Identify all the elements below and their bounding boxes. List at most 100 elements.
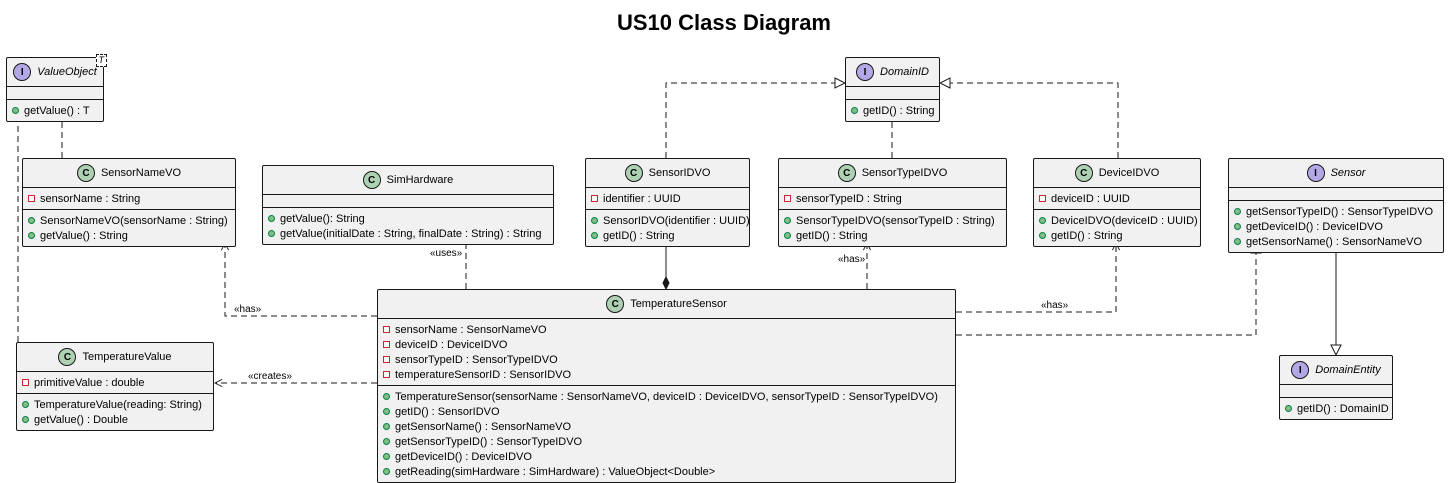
interface-icon: I [1291, 361, 1310, 379]
method-row-text: getID() : String [796, 229, 868, 242]
method-row: getID() : String [846, 103, 939, 118]
field-row-text: identifier : UUID [603, 192, 681, 205]
fields-section [1229, 188, 1443, 201]
diagram-title: US10 Class Diagram [617, 10, 831, 35]
public-icon [1039, 217, 1046, 224]
creates-label: «creates» [248, 371, 292, 382]
field-row-text: sensorTypeID : SensorTypeIDVO [395, 353, 558, 366]
edge-sensoridvo-domainid [665, 83, 845, 158]
public-icon [268, 230, 275, 237]
field-row-text: sensorName : SensorNameVO [395, 323, 547, 336]
private-icon [1039, 195, 1046, 202]
class-domain-entity: I DomainEntity getID() : DomainID [1279, 355, 1393, 420]
method-row-text: SensorIDVO(identifier : UUID) [603, 214, 750, 227]
class-name: TemperatureSensor [630, 298, 727, 310]
method-row-text: TemperatureSensor(sensorName : SensorNam… [395, 390, 938, 403]
field-row: deviceID : UUID [1034, 191, 1200, 206]
class-icon: C [58, 348, 77, 366]
class-name: DomainEntity [1315, 364, 1381, 376]
method-row: getValue(): String [263, 211, 553, 226]
public-icon [383, 453, 390, 460]
method-row-text: SensorNameVO(sensorName : String) [40, 214, 228, 227]
fields-section [846, 87, 939, 100]
field-row: sensorTypeID : SensorTypeIDVO [378, 352, 955, 367]
method-row: getSensorTypeID() : SensorTypeIDVO [1229, 204, 1443, 219]
private-icon [22, 379, 29, 386]
public-icon [1039, 232, 1046, 239]
fields-section: sensorTypeID : String [779, 188, 1006, 210]
methods-section: TemperatureSensor(sensorName : SensorNam… [378, 386, 955, 482]
method-row-text: getSensorTypeID() : SensorTypeIDVO [395, 435, 583, 448]
method-row: getID() : String [779, 228, 1006, 243]
public-icon [591, 217, 598, 224]
field-row: sensorName : SensorNameVO [378, 322, 955, 337]
field-row-text: temperatureSensorID : SensorIDVO [395, 368, 572, 381]
method-row-text: getSensorName() : SensorNameVO [395, 420, 572, 433]
methods-section: getValue() : T [7, 100, 103, 121]
fields-section: primitiveValue : double [17, 372, 213, 394]
field-row: temperatureSensorID : SensorIDVO [378, 367, 955, 382]
field-row: sensorTypeID : String [779, 191, 1006, 206]
public-icon [1234, 208, 1241, 215]
method-row-text: getValue() : Double [34, 413, 128, 426]
method-row: SensorNameVO(sensorName : String) [23, 213, 235, 228]
interface-icon: I [856, 63, 875, 81]
method-row: getID() : String [586, 228, 749, 243]
class-icon: C [624, 164, 643, 182]
methods-section: getID() : String [846, 100, 939, 121]
field-row-text: sensorName : String [40, 192, 141, 205]
class-domain-id: I DomainID getID() : String [845, 57, 940, 122]
public-icon [383, 423, 390, 430]
methods-section: TemperatureValue(reading: String) getValu… [17, 394, 213, 430]
private-icon [383, 371, 390, 378]
method-row-text: getReading(simHardware : SimHardware) : … [395, 465, 716, 478]
public-icon [12, 107, 19, 114]
method-row-text: getDeviceID() : DeviceIDVO [395, 450, 532, 463]
public-icon [851, 107, 858, 114]
methods-section: getID() : DomainID [1280, 398, 1392, 419]
class-icon: C [76, 164, 95, 182]
method-row-text: getValue() : String [40, 229, 128, 242]
fields-section: sensorName : String [23, 188, 235, 210]
public-icon [22, 401, 29, 408]
fields-section [1280, 385, 1392, 398]
method-row: getValue() : Double [17, 412, 213, 427]
method-row-text: TemperatureValue(reading: String) [34, 398, 202, 411]
public-icon [28, 217, 35, 224]
public-icon [1234, 223, 1241, 230]
has-label-sensorname: «has» [234, 304, 262, 315]
class-name: SimHardware [386, 174, 454, 186]
method-row: SensorIDVO(identifier : UUID) [586, 213, 750, 228]
method-row-text: getID() : SensorIDVO [395, 405, 500, 418]
fields-section: identifier : UUID [586, 188, 749, 210]
field-row-text: primitiveValue : double [34, 376, 145, 389]
method-row: SensorTypeIDVO(sensorTypeID : String) [779, 213, 1006, 228]
method-row: DeviceIDVO(deviceID : UUID) [1034, 213, 1200, 228]
method-row: getReading(simHardware : SimHardware) : … [378, 464, 955, 479]
class-name: SensorTypeIDVO [861, 167, 948, 179]
class-header: I DomainEntity [1280, 356, 1392, 385]
public-icon [28, 232, 35, 239]
public-icon [383, 393, 390, 400]
method-row: getID() : DomainID [1280, 401, 1392, 416]
public-icon [784, 232, 791, 239]
method-row: TemperatureSensor(sensorName : SensorNam… [378, 389, 955, 404]
method-row-text: getID() : DomainID [1297, 402, 1389, 415]
method-row-text: DeviceIDVO(deviceID : UUID) [1051, 214, 1198, 227]
private-icon [383, 341, 390, 348]
class-name: SensorNameVO [100, 167, 182, 179]
type-parameter: T [95, 54, 107, 67]
class-name: ValueObject [37, 66, 97, 78]
method-row: getValue(initialDate : String, finalDate… [263, 226, 553, 241]
class-name: DomainID [880, 66, 929, 78]
public-icon [383, 468, 390, 475]
